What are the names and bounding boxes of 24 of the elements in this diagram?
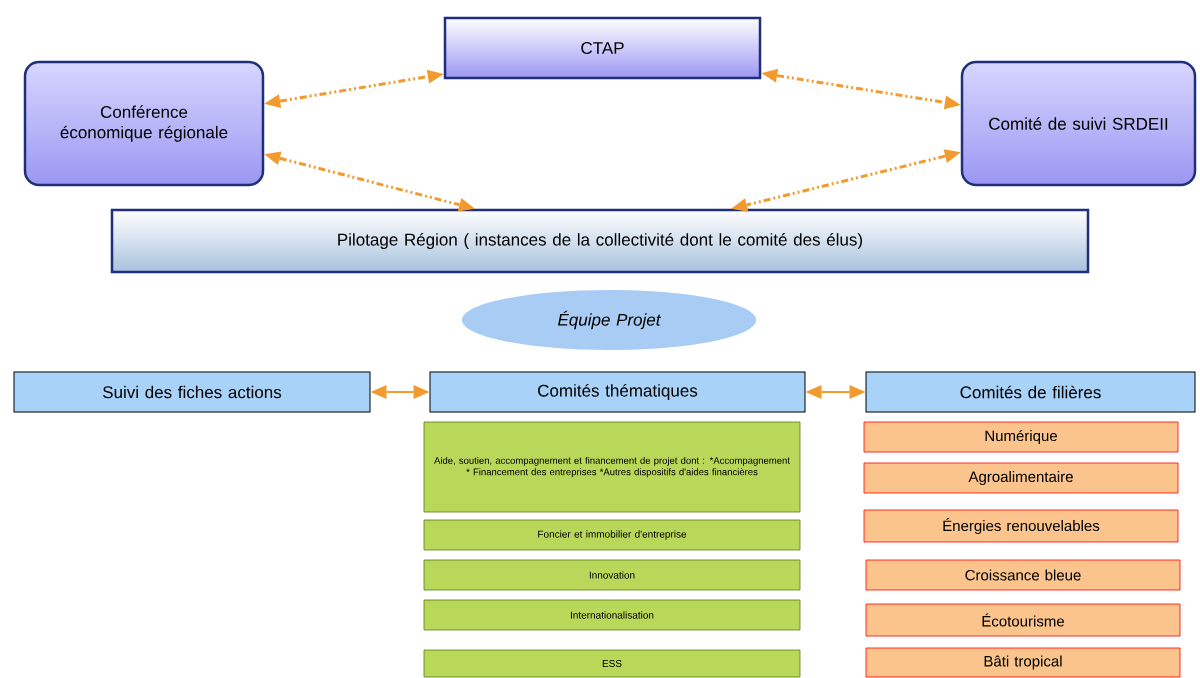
arrow — [264, 69, 444, 108]
topic-box: ESS — [423, 649, 801, 678]
arrow — [731, 149, 961, 212]
sector-box: Agroalimentaire — [863, 462, 1179, 494]
header-box: Comités de filières — [865, 371, 1196, 413]
arrow — [264, 151, 475, 212]
arrow — [370, 385, 430, 399]
arrow — [761, 68, 961, 110]
header-box: Comités thématiques — [429, 371, 806, 413]
header-box: Suivi des fiches actions — [13, 371, 371, 413]
sector-box: Bâti tropical — [865, 647, 1181, 678]
topic-box: Aide, soutien, accompagnement et financement de projet dont : *Accompagnement * Financement des entreprises *Autres dispositifs d'aides financières — [423, 421, 801, 513]
sector-box: Numérique — [863, 421, 1179, 453]
sector-box: Énergies renouvelables — [863, 509, 1179, 543]
process-box: Pilotage Région ( instances de la collectivité dont le comité des élus) — [110, 208, 1090, 274]
rounded-box: Comité de suivi SRDEII — [960, 60, 1197, 187]
arrow — [805, 385, 866, 399]
topic-box: Foncier et immobilier d'entreprise — [423, 519, 801, 551]
sector-box: Croissance bleue — [865, 559, 1181, 591]
topic-box: Internationalisation — [423, 599, 801, 631]
process-box: CTAP — [443, 16, 762, 80]
sector-box: Écotourisme — [865, 603, 1181, 637]
rounded-box: Conférence économique régionale — [23, 60, 265, 187]
topic-box: Innovation — [423, 559, 801, 591]
